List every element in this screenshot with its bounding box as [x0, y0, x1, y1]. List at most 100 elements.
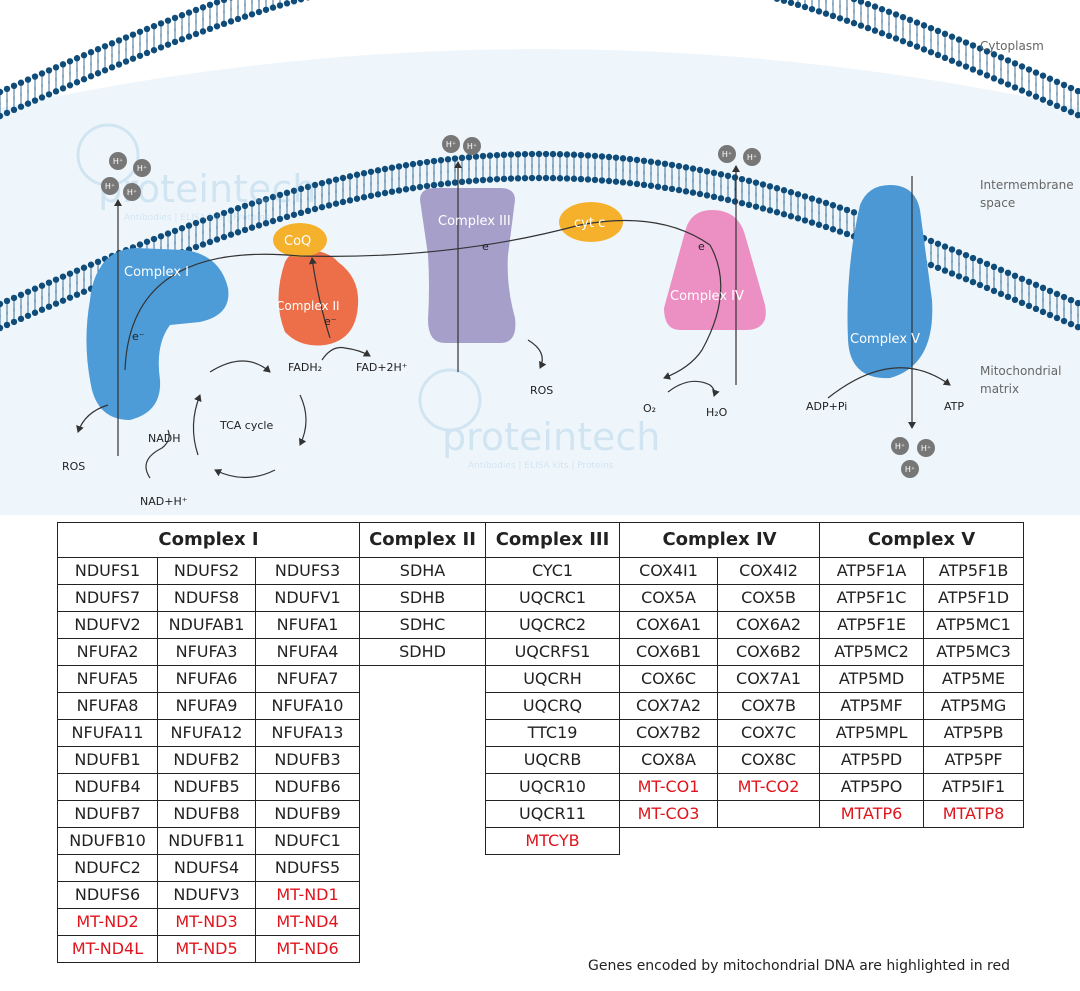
gene-cell-complex-iii: UQCR11 [485, 800, 621, 828]
nadh-arrow [145, 429, 170, 479]
gene-cell-complex-v: ATP5PB [923, 719, 1025, 747]
lipid-head [1032, 305, 1040, 313]
lipid-head [500, 151, 508, 159]
lipid-head [668, 185, 676, 193]
lipid-head [178, 12, 186, 19]
lipid-head [45, 67, 53, 74]
lipid-head [717, 195, 725, 202]
gene-cell-complex-i: NFUFA11 [57, 719, 158, 747]
lipid-head [1011, 272, 1019, 280]
empty-cell [360, 747, 486, 774]
empty-cell [360, 774, 486, 801]
gene-cell-complex-iii: TTC19 [485, 719, 621, 747]
lipid-head [612, 178, 620, 185]
lipid-head [94, 258, 102, 266]
label-intermembrane: Intermembrane [980, 178, 1074, 192]
lipid-head [269, 217, 277, 225]
lipid-head [1060, 317, 1068, 325]
lipid-head [703, 192, 711, 199]
lipid-head [801, 193, 809, 200]
lipid-head [955, 36, 963, 43]
gene-cell-complex-i: MT-ND6 [254, 935, 361, 963]
lipid-head [227, 18, 235, 25]
lipid-head [437, 180, 445, 188]
lipid-head [787, 189, 795, 196]
h2o-label: H₂O [706, 406, 728, 419]
lipid-head [304, 183, 312, 191]
gene-cell-complex-i: NDUFS6 [57, 881, 158, 909]
lipid-head [3, 85, 11, 93]
lipid-head [108, 64, 116, 71]
lipid-head [556, 175, 564, 182]
empty-cell [620, 882, 718, 909]
empty-cell [486, 882, 620, 909]
lipid-head [528, 150, 536, 158]
gene-cell-complex-i: MT-ND5 [157, 935, 256, 963]
gene-cell-complex-iv: MT-CO1 [619, 773, 719, 801]
lipid-head [318, 203, 326, 211]
lipid-head [885, 32, 893, 40]
lipid-head [1039, 308, 1047, 316]
lipid-head [906, 16, 914, 24]
gene-cell-complex-v: ATP5IF1 [923, 773, 1025, 801]
electron-path [124, 219, 722, 380]
lipid-head [451, 179, 459, 186]
lipid-head [10, 106, 18, 114]
lipid-head [941, 54, 949, 62]
lipid-head [59, 85, 67, 92]
lipid-head [598, 153, 606, 160]
lipid-head [1004, 269, 1012, 277]
lipid-head [857, 0, 865, 5]
o2-label: O₂ [643, 402, 656, 415]
lipid-head [640, 181, 648, 189]
gene-cell-complex-v: ATP5F1D [923, 584, 1025, 612]
lipid-head [493, 175, 501, 183]
electron-label-complex-ii: e⁻ [324, 315, 337, 328]
gene-cell-complex-iii: UQCRC2 [485, 611, 621, 639]
empty-cell [620, 828, 718, 855]
lipid-head [1011, 60, 1019, 67]
lipid-head [108, 40, 116, 47]
lipid-head [1067, 296, 1075, 304]
lipid-head [661, 184, 669, 192]
gene-cell-complex-i: NFUFA5 [57, 665, 158, 693]
lipid-head [276, 191, 284, 199]
lipid-head [73, 291, 81, 298]
lipid-head [171, 38, 179, 46]
lipid-head [1067, 108, 1075, 116]
lipid-head [157, 20, 165, 27]
lipid-head [143, 238, 151, 245]
gene-cell-complex-ii: SDHB [359, 584, 487, 612]
empty-cell [718, 882, 820, 909]
lipid-head [1060, 105, 1068, 113]
lipid-head [1046, 311, 1054, 319]
lipid-head [780, 187, 788, 194]
proton-label: H⁺ [895, 442, 905, 451]
ros-arrow-complex-i [76, 404, 109, 433]
lipid-head [955, 273, 963, 280]
lipid-head [241, 202, 249, 210]
empty-cell [820, 855, 924, 882]
lipid-head [306, 0, 310, 1]
watermark-logo [418, 368, 482, 432]
proton-label: H⁺ [905, 465, 915, 474]
lipid-head [878, 6, 886, 13]
lipid-head [38, 70, 46, 77]
lipid-head [122, 34, 130, 41]
lipid-head [52, 64, 60, 71]
lipid-head [31, 309, 39, 316]
lipid-head [843, 17, 851, 24]
footnote: Genes encoded by mitochondrial DNA are h… [588, 958, 1010, 974]
lipid-head [332, 200, 340, 207]
lipid-head [24, 288, 32, 295]
gene-cell-complex-iv: COX6C [619, 665, 719, 693]
complex-ii-label: Complex II [276, 299, 340, 313]
lipid-head [297, 185, 305, 193]
lipid-head [101, 67, 109, 74]
proton-label: H⁺ [747, 153, 757, 162]
lipid-head [1060, 293, 1068, 301]
gene-cell-complex-iii: UQCRQ [485, 692, 621, 720]
lipid-head [850, 19, 858, 27]
gene-cell-complex-iv: COX7A1 [717, 665, 821, 693]
